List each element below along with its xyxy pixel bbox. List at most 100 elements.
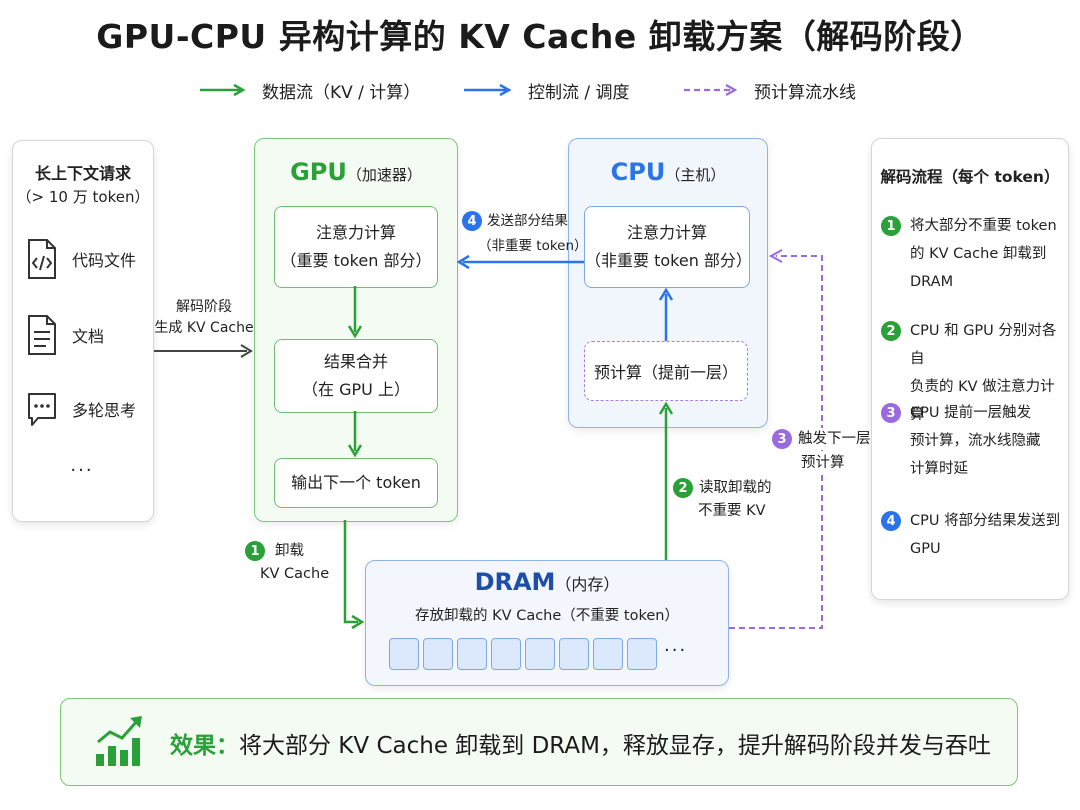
request-item-code: 代码文件 bbox=[26, 238, 136, 280]
request-title: 长上下文请求 bbox=[34, 164, 131, 183]
annotation-offload-line1: 卸载 bbox=[275, 543, 304, 559]
arrowhead-offload-to-dram bbox=[351, 614, 365, 630]
legend-control-flow: 控制流 / 调度 bbox=[464, 78, 630, 103]
legend-control-flow-label: 控制流 / 调度 bbox=[528, 82, 630, 103]
annotation-trigger: 3 触发下一层 bbox=[772, 428, 871, 450]
kv-slot bbox=[491, 638, 521, 670]
decode-label-line1: 解码阶段 bbox=[176, 299, 232, 315]
legend-data-flow: 数据流（KV / 计算） bbox=[200, 78, 421, 103]
flow-step-4-text: CPU 将部分结果发送到 GPU bbox=[910, 513, 1061, 557]
gpu-output-label: 输出下一个 token bbox=[291, 473, 421, 492]
cpu-title: CPU bbox=[610, 158, 666, 186]
kv-slot bbox=[627, 638, 657, 670]
flow-step: 4 CPU 将部分结果发送到 GPU bbox=[881, 507, 1061, 563]
flow-step-2-badge: 2 bbox=[881, 321, 901, 341]
step-2-badge: 2 bbox=[673, 478, 693, 498]
gpu-subtitle: （加速器） bbox=[346, 166, 422, 184]
page-title: GPU-CPU 异构计算的 KV Cache 卸载方案（解码阶段） bbox=[96, 17, 984, 56]
flow-step: 2 CPU 和 GPU 分别对各自 负责的 KV 做注意力计算 bbox=[881, 317, 1061, 429]
legend-pipeline-label: 预计算流水线 bbox=[754, 82, 856, 103]
annotation-send-line2: （非重要 token） bbox=[478, 238, 588, 254]
arrowhead-dram-to-cpu bbox=[658, 401, 674, 415]
request-subtitle: （> 10 万 token） bbox=[16, 188, 150, 206]
arrowhead-pipeline-trigger bbox=[768, 249, 783, 263]
annotation-send-line1: 发送部分结果 bbox=[487, 213, 568, 229]
legend-data-flow-label: 数据流（KV / 计算） bbox=[262, 82, 421, 103]
gpu-attention-line1: 注意力计算 bbox=[315, 223, 396, 242]
gpu-output-box: 输出下一个 token bbox=[274, 458, 438, 508]
document-icon bbox=[28, 315, 56, 355]
chat-bubble-icon bbox=[28, 393, 56, 426]
flow-step-3-badge: 3 bbox=[881, 403, 901, 423]
annotation-offload-line2: KV Cache bbox=[260, 566, 330, 582]
cpu-subtitle: （主机） bbox=[665, 166, 726, 184]
legend-pipeline: 预计算流水线 bbox=[684, 78, 856, 103]
arrowhead-attn-to-merge bbox=[347, 325, 363, 339]
cpu-attention-line1: 注意力计算 bbox=[626, 223, 707, 242]
gpu-merge-line2: （在 GPU 上） bbox=[302, 380, 410, 399]
flow-panel bbox=[871, 138, 1069, 600]
cpu-precompute-label: 预计算（提前一层） bbox=[593, 363, 738, 382]
flow-step: 1 将大部分不重要 token 的 KV Cache 卸载到 DRAM bbox=[881, 212, 1061, 296]
annotation-read: 2 读取卸载的 bbox=[673, 477, 772, 499]
green-arrow-icon bbox=[200, 83, 246, 97]
annotation-read-line1: 读取卸载的 bbox=[699, 480, 772, 496]
flow-step-3-text: CPU 提前一层触发 预计算，流水线隐藏 计算时延 bbox=[910, 405, 1041, 477]
flow-step-4-badge: 4 bbox=[881, 511, 901, 531]
gpu-attention-line2: （重要 token 部分） bbox=[280, 251, 432, 270]
kv-slot bbox=[559, 638, 589, 670]
effect-description: 将大部分 KV Cache 卸载到 DRAM，释放显存，提升解码阶段并发与吞吐 bbox=[239, 733, 991, 759]
flow-step-1-badge: 1 bbox=[881, 216, 901, 236]
dram-heading: DRAM（内存） bbox=[365, 568, 729, 596]
cpu-precompute-box: 预计算（提前一层） bbox=[584, 341, 748, 401]
annotation-offload: 1 卸载 bbox=[245, 540, 304, 562]
kv-slot bbox=[423, 638, 453, 670]
step-1-badge: 1 bbox=[245, 541, 265, 561]
arrowhead-decode-to-gpu bbox=[240, 344, 253, 358]
step-4-badge: 4 bbox=[462, 211, 482, 231]
request-item-doc: 文档 bbox=[26, 314, 104, 356]
effect-label: 效果： bbox=[170, 733, 239, 759]
request-item-thinking-label: 多轮思考 bbox=[72, 401, 137, 420]
arrowhead-merge-to-output bbox=[347, 444, 363, 458]
request-item-code-label: 代码文件 bbox=[72, 251, 137, 270]
kv-slot bbox=[389, 638, 419, 670]
kv-slot bbox=[525, 638, 555, 670]
flow-step: 3 CPU 提前一层触发 预计算，流水线隐藏 计算时延 bbox=[881, 399, 1061, 483]
gpu-heading: GPU（加速器） bbox=[254, 158, 458, 186]
dram-subtitle: （内存） bbox=[555, 575, 620, 594]
dram-more: ··· bbox=[664, 640, 688, 661]
blue-arrow-icon bbox=[464, 83, 512, 97]
kv-slot bbox=[457, 638, 487, 670]
dram-description: 存放卸载的 KV Cache（不重要 token） bbox=[415, 608, 679, 624]
flow-step-1-text: 将大部分不重要 token 的 KV Cache 卸载到 DRAM bbox=[910, 218, 1057, 290]
arrowhead-precompute-to-attn bbox=[658, 287, 674, 301]
flow-panel-title: 解码流程（每个 token） bbox=[880, 168, 1060, 186]
cpu-attention-line2: （非重要 token 部分） bbox=[585, 251, 752, 270]
annotation-trigger-line2: 预计算 bbox=[801, 452, 845, 474]
effect-banner bbox=[60, 698, 1018, 786]
gpu-title: GPU bbox=[290, 158, 347, 186]
cpu-attention-box: 注意力计算 （非重要 token 部分） bbox=[584, 206, 752, 288]
gpu-merge-box: 结果合并 （在 GPU 上） bbox=[274, 339, 438, 413]
code-file-icon bbox=[28, 239, 56, 279]
decode-label-line2: 生成 KV Cache bbox=[154, 320, 254, 336]
request-more: ··· bbox=[70, 460, 94, 481]
request-item-doc-label: 文档 bbox=[72, 327, 105, 346]
kv-slot bbox=[593, 638, 623, 670]
purple-dashed-arrow-icon bbox=[684, 84, 738, 96]
arrow-offload-to-dram bbox=[343, 520, 358, 624]
growth-chart-icon bbox=[96, 716, 142, 766]
effect-text: 效果：将大部分 KV Cache 卸载到 DRAM，释放显存，提升解码阶段并发与… bbox=[170, 726, 991, 760]
dram-title: DRAM bbox=[474, 568, 556, 596]
step-3-badge: 3 bbox=[772, 429, 792, 449]
cpu-heading: CPU（主机） bbox=[568, 158, 768, 186]
annotation-send: 4 发送部分结果 bbox=[462, 210, 568, 232]
request-item-thinking: 多轮思考 bbox=[26, 388, 136, 430]
flow-step-2-text: CPU 和 GPU 分别对各自 负责的 KV 做注意力计算 bbox=[910, 323, 1057, 423]
annotation-trigger-line1: 触发下一层 bbox=[798, 431, 871, 447]
arrowhead-cpu-to-gpu bbox=[456, 254, 470, 270]
gpu-merge-line1: 结果合并 bbox=[323, 352, 388, 371]
annotation-read-line2: 不重要 KV bbox=[698, 503, 766, 519]
